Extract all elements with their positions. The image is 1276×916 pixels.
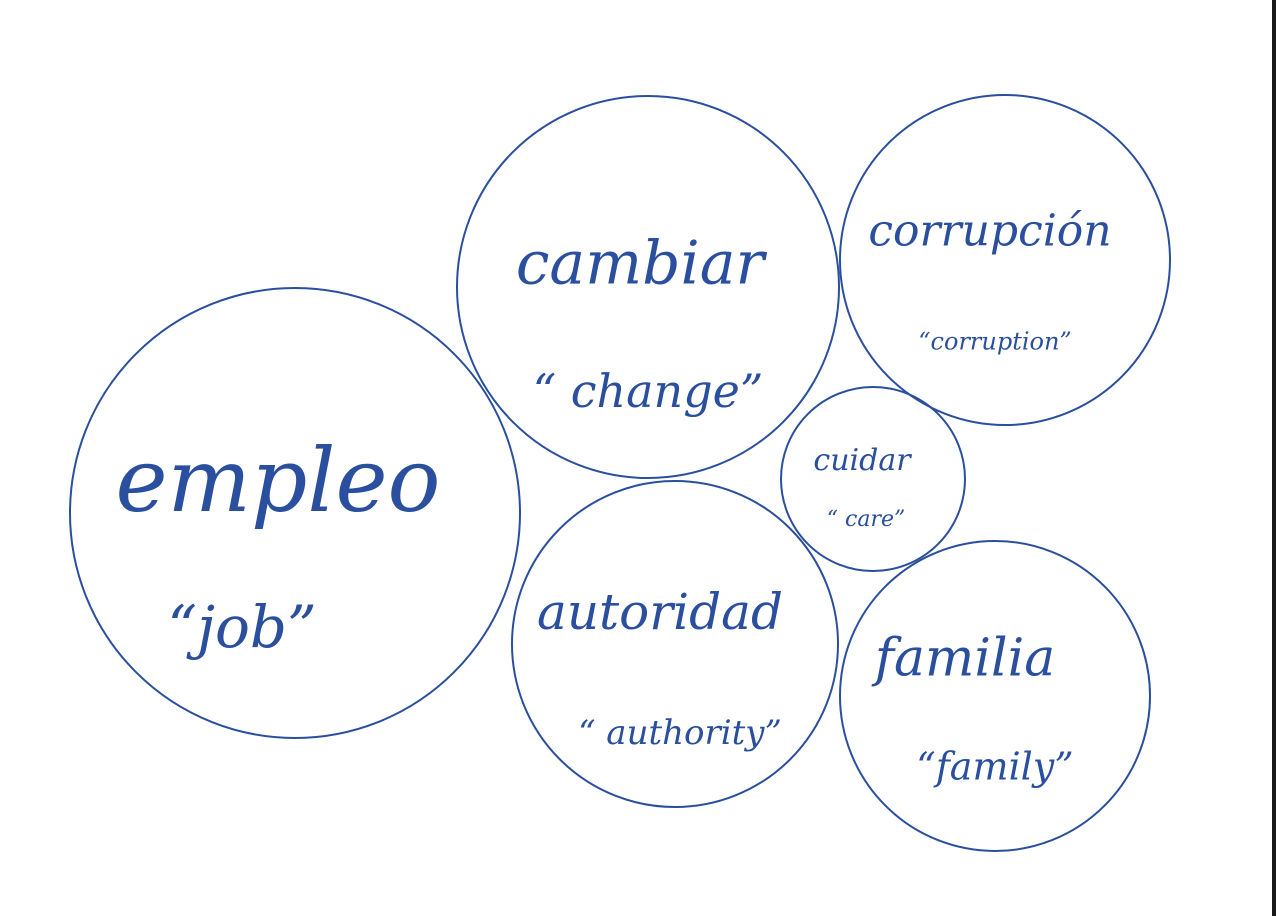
- bubble-familia: familia “family”: [839, 540, 1151, 852]
- bubble-familia-circle: [839, 540, 1151, 852]
- right-edge-border: [1272, 0, 1276, 916]
- bubble-familia-translation: “family”: [916, 745, 1073, 789]
- bubble-cuidar-word: cuidar: [813, 443, 912, 478]
- bubble-cuidar: cuidar “ care”: [780, 386, 966, 572]
- bubble-cambiar-translation: “ change”: [533, 364, 764, 418]
- bubble-empleo: empleo “job”: [69, 287, 521, 739]
- bubble-corrupcion-circle: [839, 94, 1171, 426]
- bubble-empleo-translation: “job”: [167, 593, 316, 661]
- bubble-cambiar-word: cambiar: [516, 229, 768, 299]
- bubble-familia-word: familia: [871, 629, 1055, 689]
- bubble-autoridad-circle: [511, 480, 839, 808]
- bubble-autoridad-translation: “ authority”: [578, 713, 782, 753]
- bubble-cuidar-translation: “ care”: [827, 507, 905, 532]
- bubble-cambiar-circle: [456, 95, 840, 479]
- bubble-empleo-circle: [69, 287, 521, 739]
- bubble-corrupcion-translation: “corruption”: [918, 328, 1071, 356]
- bubble-empleo-word: empleo: [115, 429, 440, 532]
- bubble-cambiar: cambiar “ change”: [456, 95, 840, 479]
- bubble-corrupcion: corrupción “corruption”: [839, 94, 1171, 426]
- bubble-cuidar-circle: [780, 386, 966, 572]
- bubble-autoridad: autoridad “ authority”: [511, 480, 839, 808]
- bubble-corrupcion-word: corrupción: [868, 206, 1111, 257]
- bubble-autoridad-word: autoridad: [537, 583, 783, 641]
